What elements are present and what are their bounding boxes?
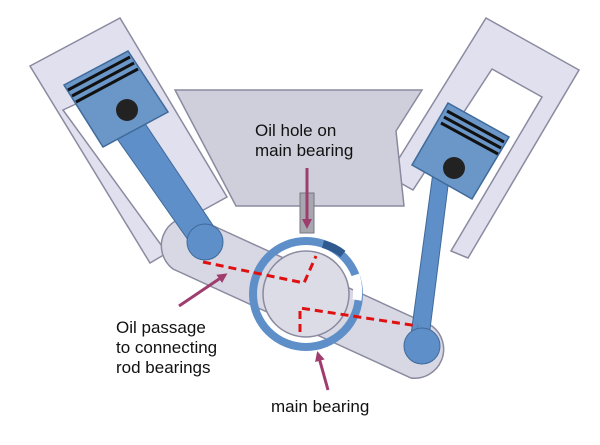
right-crankpin-bearing [403,327,441,365]
oil-passage-label-line: rod bearings [116,358,211,377]
right-piston-ring [440,121,499,156]
right-connecting-rod [409,164,451,346]
right-piston [410,101,511,201]
left-piston-pin [116,99,138,121]
main-bearing-label: main bearing [271,397,370,416]
left-piston-ring [71,61,135,98]
oil-passage-arrow [178,273,228,308]
left-piston-ring [75,67,139,104]
main-bearing-hole [321,240,346,258]
oil-passage-right [298,306,419,332]
oil-passage-label-line: to connecting [116,338,218,357]
main-journal [262,250,350,338]
main-bearing-gap [350,273,363,301]
oil-passage-label: Oil passage to connecting rod bearings [116,318,217,378]
right-piston-pin [443,157,465,179]
oil-passage-left [202,255,318,285]
right-piston-ring [446,109,505,144]
left-piston-ring [67,55,131,92]
oil-passage-label-line: Oil passage [116,318,206,337]
right-piston-ring [443,115,502,150]
oil-hole-label-line: Oil hole on [255,121,337,140]
main-bearing-arrow [315,351,330,391]
oil-hole-label-line: main bearing [255,141,354,160]
oil-hole-label: Oil hole on main bearing [255,121,353,161]
crankcase [173,89,424,207]
left-crankpin-bearing [186,223,224,261]
left-piston [62,50,170,148]
